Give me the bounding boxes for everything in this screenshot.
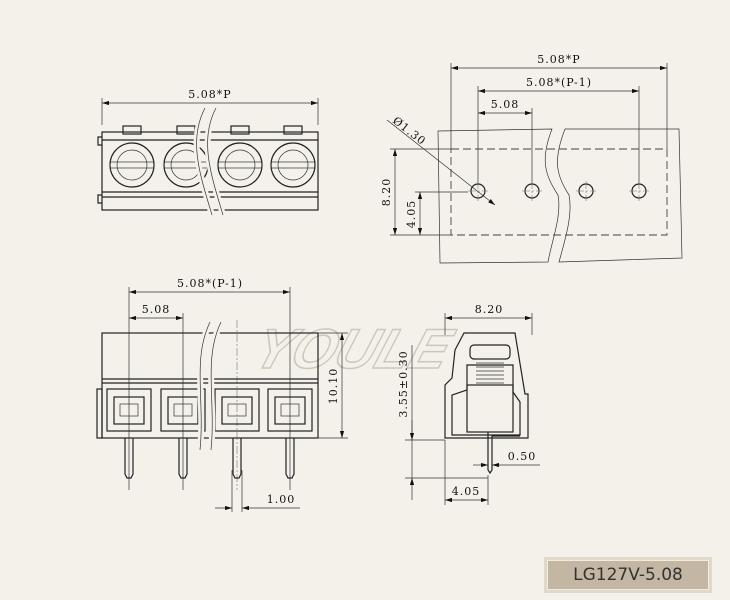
wire-entry-cavity [106,388,152,432]
clamp-window [227,403,247,417]
hole-centerline [576,181,596,201]
pin-thickness-dim: 0.50 [508,450,537,463]
hole-centerline [629,181,649,201]
clamp-window [280,403,300,417]
screw-inner-ring [224,149,256,181]
pcb-depth-dim: 8.20 [380,178,393,207]
pin-length-dim: 3.55±0.30 [397,350,410,417]
screw-inner-ring [116,149,148,181]
screw-slot [109,161,155,169]
pcb-span-dim: 5.08*(P-1) [526,76,592,89]
pcb-footprint-view: 5.08*P 5.08*(P-1) 5.08 Ø1.30 8.20 4.05 [380,53,683,264]
cavity-inner [221,396,253,425]
hole-centerline [468,181,488,201]
front-height-dim: 10.10 [327,368,340,405]
wire-entry-cavity [160,388,206,432]
top-tab [122,125,142,135]
wire-entry-cavity [214,388,260,432]
hole-diameter-dim: Ø1.30 [390,114,428,148]
screw-slot [270,161,316,169]
front-view: 5.08*(P-1) 5.08 10.10 1.00 [96,277,348,512]
solder-pin [178,438,188,479]
solder-pin [285,438,295,479]
model-label-text: LG127V-5.08 [547,560,709,590]
solder-pin [124,438,134,479]
top-width-dim: 5.08*P [188,88,231,101]
pcb-pitch-dim: 5.08 [491,98,520,111]
clamp-window [119,403,139,417]
front-span-dim: 5.08*(P-1) [177,277,243,290]
screw-head-icon [109,142,155,188]
top-tab [230,125,250,135]
screw-slot [217,161,263,169]
screw-head-icon [270,142,316,188]
pcb-row-dim: 4.05 [405,200,418,229]
watermark: YOULE [246,318,461,380]
side-offset-dim: 4.05 [452,485,481,498]
cavity-inner [113,396,145,425]
screw-inner-ring [277,149,309,181]
clamp-window [173,403,193,417]
model-label: LG127V-5.08 [544,557,712,593]
screw-head-icon [217,142,263,188]
top-tab [176,125,196,135]
top-view: 5.08*P [97,88,319,216]
cavity-inner [274,396,306,425]
wire-entry-cavity [267,388,313,432]
hole-centerline [522,181,542,201]
top-tab [283,125,303,135]
solder-pin [232,438,242,479]
side-section-view: 8.20 4.05 0.50 3.55±0.30 [397,303,540,505]
pcb-width-dim: 5.08*P [537,53,580,66]
side-width-dim: 8.20 [475,303,504,316]
pin-width-dim: 1.00 [267,493,296,506]
front-pitch-dim: 5.08 [142,303,171,316]
